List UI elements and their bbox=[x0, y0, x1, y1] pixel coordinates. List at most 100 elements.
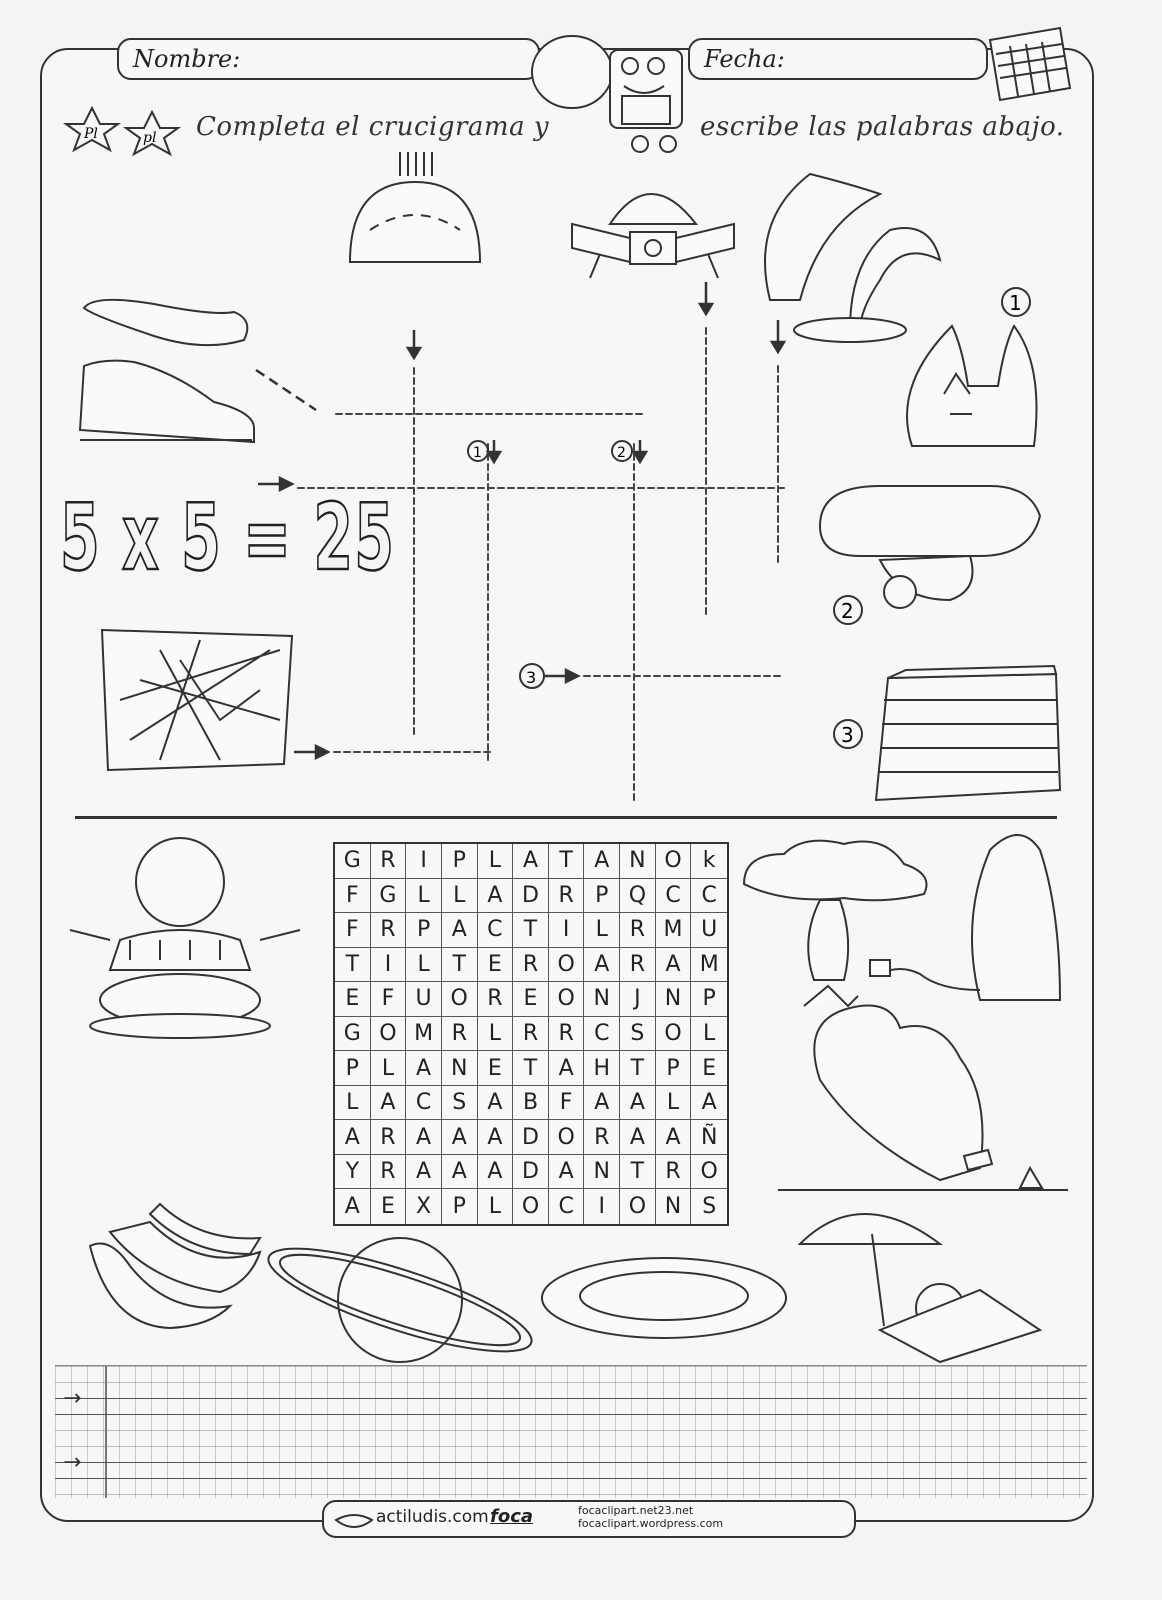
name-field[interactable]: Nombre: bbox=[117, 38, 540, 80]
wordsearch-cell[interactable]: R bbox=[620, 947, 656, 983]
wordsearch-cell[interactable]: L bbox=[406, 947, 442, 983]
wordsearch-cell[interactable]: C bbox=[655, 878, 692, 914]
wordsearch-cell[interactable]: N bbox=[655, 982, 692, 1017]
wordsearch-cell[interactable]: P bbox=[442, 1189, 478, 1224]
wordsearch-cell[interactable]: A bbox=[548, 1154, 585, 1190]
wordsearch-cell[interactable]: A bbox=[620, 1120, 656, 1155]
wordsearch-cell[interactable]: N bbox=[656, 1189, 692, 1224]
wordsearch-cell[interactable]: A bbox=[584, 1085, 621, 1121]
wordsearch-cell[interactable]: D bbox=[513, 1154, 549, 1190]
wordsearch-cell[interactable]: L bbox=[477, 844, 514, 879]
wordsearch-cell[interactable]: R bbox=[620, 913, 656, 948]
wordsearch-cell[interactable]: X bbox=[406, 1189, 442, 1224]
wordsearch-cell[interactable]: A bbox=[406, 1154, 442, 1190]
wordsearch-cell[interactable]: C bbox=[691, 879, 727, 914]
wordsearch-cell[interactable]: P bbox=[441, 844, 478, 879]
wordsearch-cell[interactable]: A bbox=[655, 947, 692, 983]
wordsearch-cell[interactable]: O bbox=[548, 1120, 585, 1155]
wordsearch-cell[interactable]: N bbox=[584, 1154, 621, 1190]
wordsearch-cell[interactable]: A bbox=[477, 878, 514, 914]
wordsearch-cell[interactable]: A bbox=[620, 1085, 656, 1121]
wordsearch-cell[interactable]: J bbox=[620, 982, 656, 1017]
wordsearch-cell[interactable]: A bbox=[513, 844, 549, 879]
wordsearch-cell[interactable]: T bbox=[513, 1051, 549, 1086]
wordsearch-cell[interactable]: Ñ bbox=[691, 1120, 727, 1155]
wordsearch-cell[interactable]: M bbox=[691, 948, 727, 983]
wordsearch-cell[interactable]: A bbox=[584, 947, 621, 983]
wordsearch-cell[interactable]: R bbox=[370, 1154, 407, 1190]
wordsearch-cell[interactable]: L bbox=[584, 913, 621, 948]
wordsearch-cell[interactable]: D bbox=[513, 878, 549, 914]
wordsearch-cell[interactable]: O bbox=[655, 844, 692, 879]
wordsearch-cell[interactable]: S bbox=[620, 1016, 656, 1052]
wordsearch-cell[interactable]: G bbox=[370, 878, 407, 914]
wordsearch-cell[interactable]: Q bbox=[620, 878, 656, 914]
wordsearch-cell[interactable]: E bbox=[513, 982, 549, 1017]
wordsearch-cell[interactable]: k bbox=[691, 844, 727, 879]
wordsearch-cell[interactable]: I bbox=[584, 1189, 621, 1224]
wordsearch-cell[interactable]: M bbox=[655, 913, 692, 948]
wordsearch-cell[interactable]: F bbox=[370, 982, 407, 1017]
wordsearch-cell[interactable]: T bbox=[441, 947, 478, 983]
wordsearch-cell[interactable]: S bbox=[441, 1085, 478, 1121]
wordsearch-cell[interactable]: O bbox=[441, 982, 478, 1017]
wordsearch-cell[interactable]: C bbox=[477, 913, 514, 948]
wordsearch-cell[interactable]: C bbox=[549, 1189, 585, 1224]
wordsearch-cell[interactable]: O bbox=[691, 1155, 727, 1190]
wordsearch-cell[interactable]: L bbox=[478, 1189, 514, 1224]
wordsearch-cell[interactable]: O bbox=[370, 1016, 407, 1052]
wordsearch-cell[interactable]: A bbox=[584, 844, 621, 879]
wordsearch-cell[interactable]: N bbox=[584, 982, 621, 1017]
wordsearch-cell[interactable]: C bbox=[584, 1016, 621, 1052]
wordsearch-cell[interactable]: Y bbox=[335, 1154, 371, 1190]
wordsearch-cell[interactable]: P bbox=[335, 1051, 371, 1086]
wordsearch-cell[interactable]: I bbox=[406, 844, 442, 879]
wordsearch-cell[interactable]: L bbox=[406, 878, 442, 914]
wordsearch-cell[interactable]: A bbox=[441, 913, 478, 948]
wordsearch-cell[interactable]: M bbox=[406, 1016, 442, 1052]
wordsearch-cell[interactable]: F bbox=[548, 1085, 585, 1121]
wordsearch-cell[interactable]: A bbox=[691, 1086, 727, 1121]
wordsearch-cell[interactable]: A bbox=[441, 1120, 478, 1155]
wordsearch-cell[interactable]: N bbox=[441, 1051, 478, 1086]
wordsearch-cell[interactable]: I bbox=[548, 913, 585, 948]
wordsearch-cell[interactable]: P bbox=[584, 878, 621, 914]
wordsearch-cell[interactable]: O bbox=[548, 982, 585, 1017]
wordsearch-cell[interactable]: A bbox=[370, 1085, 407, 1121]
wordsearch-cell[interactable]: T bbox=[620, 1154, 656, 1190]
wordsearch-cell[interactable]: A bbox=[477, 1085, 514, 1121]
date-field[interactable]: Fecha: bbox=[688, 38, 988, 80]
wordsearch-cell[interactable]: A bbox=[441, 1154, 478, 1190]
wordsearch-cell[interactable]: R bbox=[477, 982, 514, 1017]
wordsearch-cell[interactable]: R bbox=[513, 947, 549, 983]
wordsearch-cell[interactable]: R bbox=[584, 1120, 621, 1155]
wordsearch-cell[interactable]: A bbox=[548, 1051, 585, 1086]
wordsearch-cell[interactable]: L bbox=[370, 1051, 407, 1086]
wordsearch-cell[interactable]: R bbox=[370, 913, 407, 948]
wordsearch-cell[interactable]: P bbox=[406, 913, 442, 948]
wordsearch-cell[interactable]: G bbox=[335, 844, 371, 879]
wordsearch-cell[interactable]: R bbox=[441, 1016, 478, 1052]
wordsearch-cell[interactable]: A bbox=[335, 1189, 371, 1224]
wordsearch-cell[interactable]: A bbox=[477, 1154, 514, 1190]
wordsearch-cell[interactable]: O bbox=[620, 1189, 656, 1224]
wordsearch-cell[interactable]: R bbox=[655, 1154, 692, 1190]
wordsearch-cell[interactable]: N bbox=[620, 844, 656, 879]
wordsearch-cell[interactable]: O bbox=[655, 1016, 692, 1052]
wordsearch-cell[interactable]: E bbox=[335, 982, 371, 1017]
wordsearch-cell[interactable]: R bbox=[548, 1016, 585, 1052]
wordsearch-cell[interactable]: P bbox=[691, 982, 727, 1017]
wordsearch-cell[interactable]: S bbox=[702, 1194, 717, 1220]
wordsearch-cell[interactable]: L bbox=[441, 878, 478, 914]
wordsearch-cell[interactable]: F bbox=[335, 878, 371, 914]
wordsearch-cell[interactable]: D bbox=[513, 1120, 549, 1155]
wordsearch-cell[interactable]: R bbox=[548, 878, 585, 914]
wordsearch-cell[interactable]: T bbox=[513, 913, 549, 948]
wordsearch-cell[interactable]: I bbox=[370, 947, 407, 983]
wordsearch-cell[interactable]: U bbox=[406, 982, 442, 1017]
wordsearch-cell[interactable]: H bbox=[584, 1051, 621, 1086]
wordsearch-cell[interactable]: U bbox=[691, 913, 727, 948]
wordsearch-cell[interactable]: B bbox=[513, 1085, 549, 1121]
wordsearch-cell[interactable]: L bbox=[335, 1085, 371, 1121]
wordsearch-cell[interactable]: A bbox=[406, 1051, 442, 1086]
